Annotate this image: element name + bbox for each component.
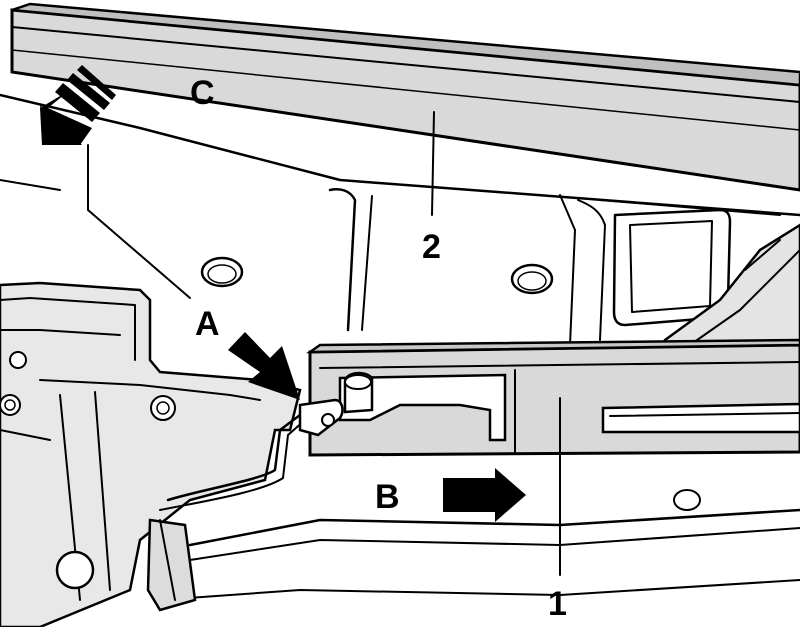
- latch-part-1: [298, 338, 800, 457]
- left-bracket: [0, 281, 306, 627]
- rail-part-2: [10, 2, 800, 192]
- label-b: B: [375, 478, 400, 516]
- arrow-b-icon: [443, 468, 526, 522]
- label-2: 2: [422, 228, 441, 266]
- hole: [510, 263, 554, 295]
- leader-lines: [87, 111, 561, 576]
- panel-holes: [200, 256, 701, 511]
- label-1: 1: [548, 585, 567, 623]
- body-panel: [0, 93, 800, 601]
- label-a: A: [195, 305, 220, 343]
- arrow-c-icon: [40, 65, 116, 145]
- hole: [673, 489, 701, 511]
- arrow-a-icon: [228, 332, 300, 400]
- label-c: C: [190, 74, 215, 112]
- diagonal-strut: [663, 223, 800, 357]
- hole: [200, 256, 244, 288]
